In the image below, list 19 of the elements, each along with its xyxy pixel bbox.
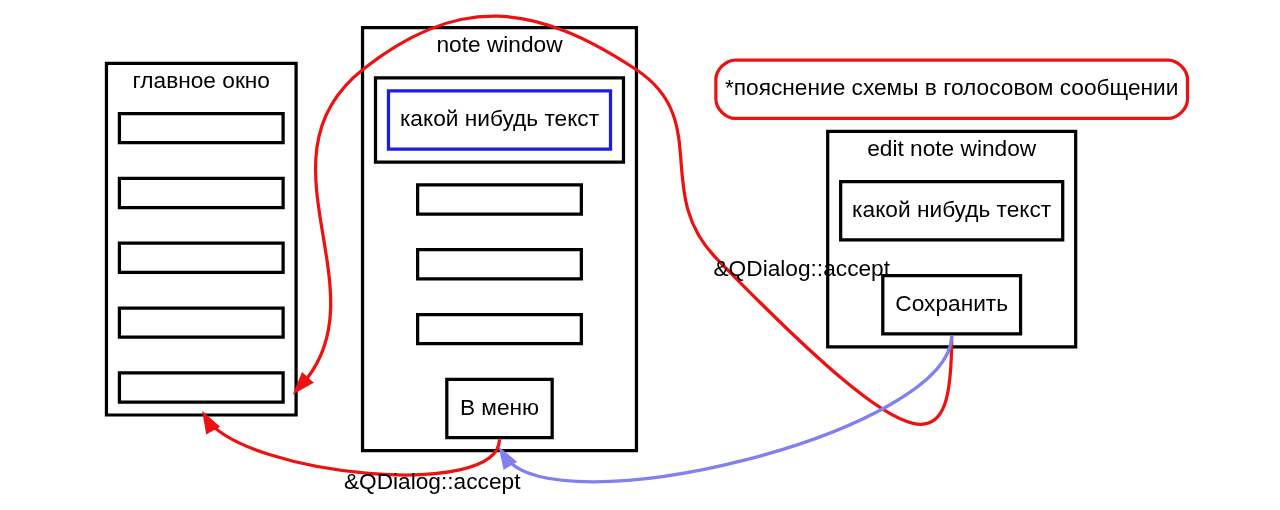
arrow	[498, 335, 953, 484]
edge-label: &QDialog::accept	[343, 468, 520, 495]
node-box	[117, 241, 285, 274]
node-box	[415, 183, 583, 216]
node-box	[117, 176, 285, 210]
node-box: *пояснение схемы в голосовом сообщении	[713, 58, 1189, 120]
node-box	[117, 111, 285, 145]
node-box: какой нибудь текст	[386, 89, 612, 151]
node-box	[415, 312, 583, 346]
node-box: какой нибудь текст	[838, 180, 1064, 242]
node-box	[117, 371, 285, 404]
node-box: В меню	[444, 377, 554, 440]
cluster	[373, 76, 625, 164]
cluster: главное окно	[104, 61, 298, 417]
node-box	[415, 248, 583, 281]
node-box	[117, 306, 285, 339]
node-box: Сохранить	[880, 274, 1022, 336]
arrow	[292, 14, 953, 426]
arrow	[201, 410, 501, 477]
